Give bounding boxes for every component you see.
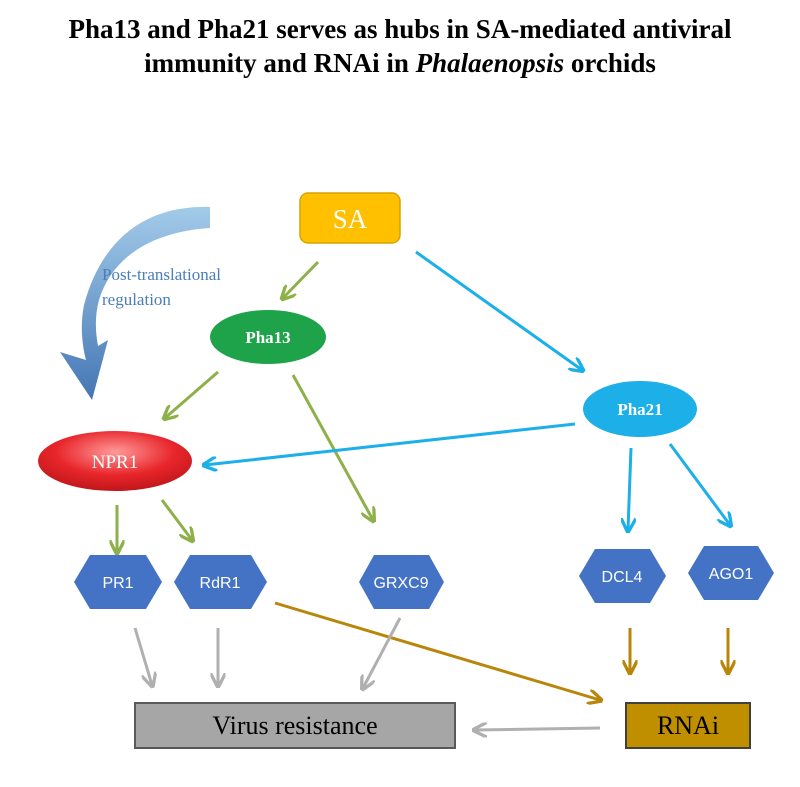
node-pha13-label: Pha13 <box>245 328 290 347</box>
node-npr1: NPR1 <box>38 431 192 491</box>
node-ago1: AGO1 <box>688 546 774 600</box>
arrow-pr1-to-virus-resistance <box>133 627 152 685</box>
node-pr1: PR1 <box>74 555 162 609</box>
arrow-rnai-to-virus-resistance <box>475 728 601 730</box>
arrow-pha13-to-grxc9 <box>291 374 373 520</box>
arrow-sa-to-pha21 <box>415 250 582 370</box>
node-pha21-label: Pha21 <box>617 400 662 419</box>
node-pr1-label: PR1 <box>102 575 133 592</box>
node-pha13: Pha13 <box>210 310 326 364</box>
node-sa: SA <box>299 192 401 244</box>
node-rdr1: RdR1 <box>174 555 267 609</box>
title-line-2-post: orchids <box>564 48 656 78</box>
title-line-1: Pha13 and Pha21 serves as hubs in SA-med… <box>68 14 732 44</box>
figure-title: Pha13 and Pha21 serves as hubs in SA-med… <box>0 12 800 80</box>
arrow-grxc9-to-virus-resistance <box>363 617 402 688</box>
node-dcl4: DCL4 <box>579 549 666 603</box>
arrow-sa-to-pha13 <box>283 260 320 298</box>
arrow-pha21-to-ago1 <box>668 443 730 525</box>
node-rdr1-label: RdR1 <box>200 575 241 592</box>
arrow-rdr1-to-rnai <box>274 601 600 700</box>
post-translational-curve-arrow <box>60 206 210 400</box>
title-genus: Phalaenopsis <box>415 48 565 78</box>
annotation-line-1: Post-translational <box>102 265 221 284</box>
title-line-2: immunity and RNAi in Phalaenopsis orchid… <box>0 46 800 80</box>
node-grxc9: GRXC9 <box>359 555 444 609</box>
node-virus-resistance-label: Virus resistance <box>212 711 377 740</box>
node-ago1-label: AGO1 <box>709 566 754 583</box>
title-line-2-pre: immunity and RNAi in <box>144 48 416 78</box>
node-sa-label: SA <box>333 204 368 234</box>
arrow-pha13-to-npr1 <box>165 370 219 418</box>
node-virus-resistance: Virus resistance <box>134 702 456 749</box>
arrow-pha21-to-dcl4 <box>628 447 631 530</box>
arrow-npr1-to-rdr1 <box>160 499 192 540</box>
node-rnai: RNAi <box>625 702 751 749</box>
node-npr1-label: NPR1 <box>92 452 138 473</box>
node-grxc9-label: GRXC9 <box>373 575 428 592</box>
node-pha21: Pha21 <box>583 381 697 437</box>
node-rnai-label: RNAi <box>657 711 719 740</box>
annotation-line-2: regulation <box>102 290 171 309</box>
node-dcl4-label: DCL4 <box>602 569 643 586</box>
arrow-pha21-to-npr1 <box>205 422 576 465</box>
